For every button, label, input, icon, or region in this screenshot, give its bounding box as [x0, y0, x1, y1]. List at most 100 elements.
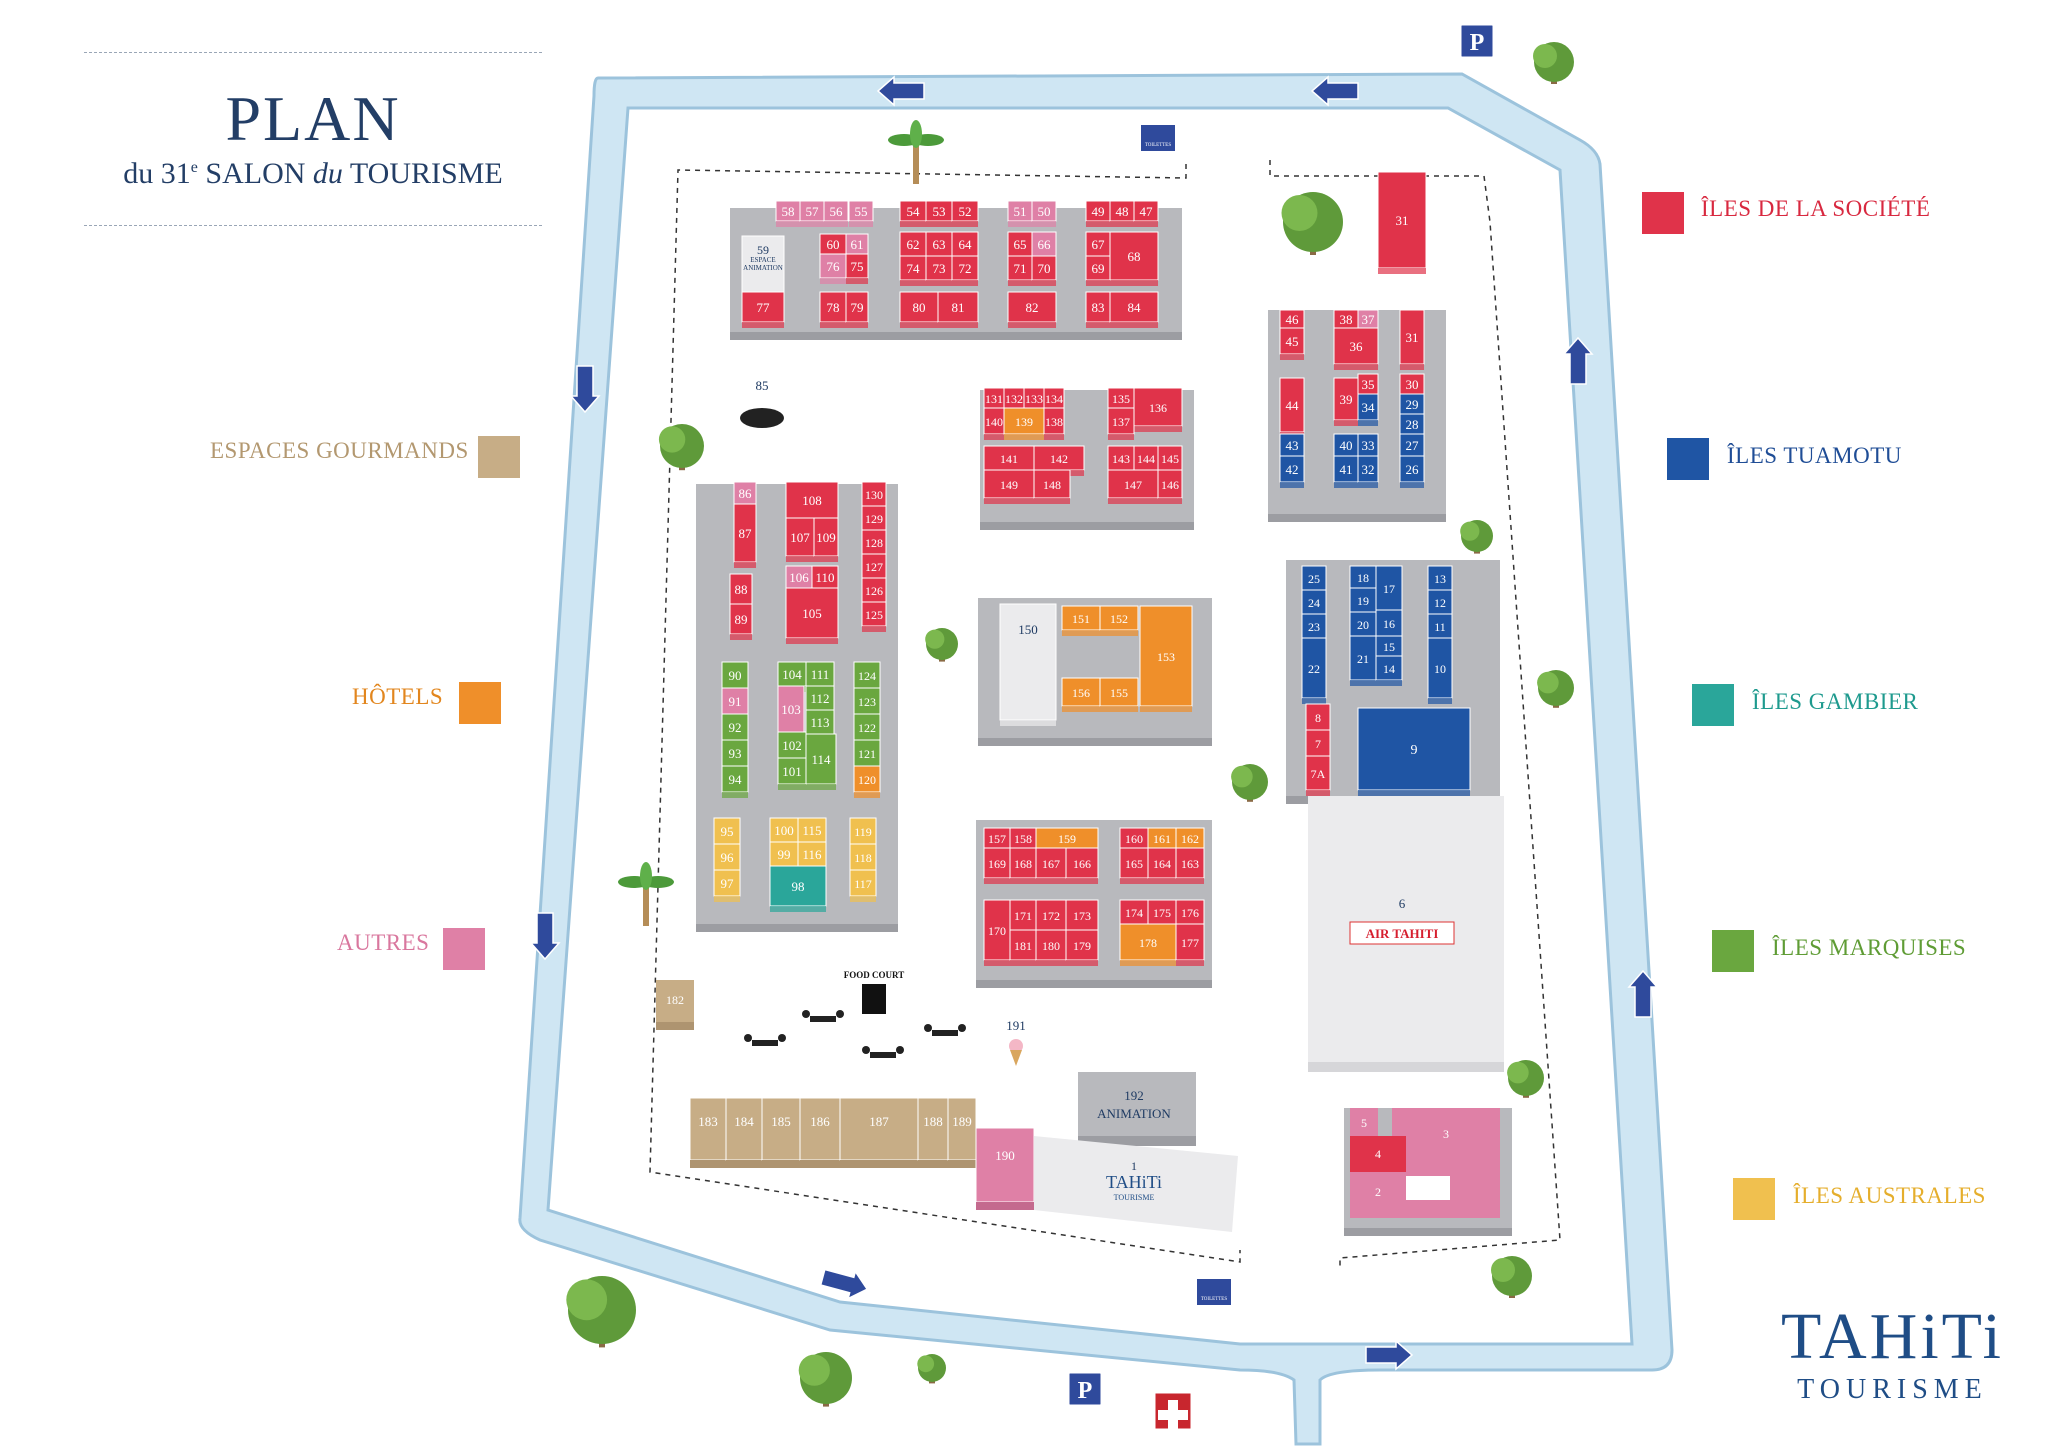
booth-number: 86 — [739, 486, 753, 501]
booth-side — [1004, 434, 1044, 440]
booth-block — [777, 731, 807, 759]
booth-block — [947, 1097, 977, 1161]
booth-number: 140 — [985, 415, 1003, 429]
booth-number: 1 — [1131, 1159, 1137, 1173]
chair-icon — [896, 1046, 904, 1054]
booth-number: 145 — [1161, 452, 1179, 466]
legend-swatch — [478, 436, 520, 478]
booth-block — [1031, 231, 1057, 257]
booth-number: 60 — [827, 237, 840, 252]
booth-number: 117 — [854, 877, 872, 891]
booth-number: 75 — [851, 259, 864, 274]
booth-number: 25 — [1308, 572, 1320, 586]
palm-trunk — [643, 882, 649, 926]
booth: 124 — [853, 661, 881, 694]
booth-side — [1008, 280, 1032, 286]
booth-sublabel: ANIMATION — [743, 264, 783, 272]
booth-side — [1176, 960, 1204, 966]
booth-number: 53 — [933, 204, 946, 219]
booth-block — [853, 739, 881, 767]
booth-number: 111 — [811, 667, 830, 682]
booth-number: 51 — [1014, 204, 1027, 219]
booth-side — [900, 221, 926, 227]
booth-number: 128 — [865, 536, 883, 550]
booth-side — [862, 626, 886, 632]
booth-block — [1139, 605, 1193, 707]
booth-block — [1033, 445, 1085, 471]
chair-icon — [862, 1046, 870, 1054]
booth-side — [734, 562, 756, 568]
booth-number: 150 — [1018, 622, 1038, 637]
booth-sublabel: ESPACE — [750, 256, 775, 264]
toilet-sign — [1139, 123, 1177, 153]
tree-crown — [1460, 521, 1480, 541]
booth-side — [800, 1160, 840, 1168]
booth-number: 184 — [734, 1114, 754, 1129]
booth-side — [770, 906, 826, 912]
air-tahiti-label: AIR TAHITI — [1366, 926, 1439, 941]
booth: 39 — [1333, 377, 1359, 426]
booth-block — [713, 869, 741, 897]
booth-block — [853, 713, 881, 741]
booth: 22 — [1301, 637, 1327, 704]
booth: 170 — [983, 899, 1011, 966]
booth-side — [786, 556, 814, 562]
booth-number: 168 — [1014, 857, 1032, 871]
booth-number: 161 — [1153, 832, 1171, 846]
booth-number: 135 — [1112, 392, 1130, 406]
booth-block — [725, 1097, 763, 1161]
booth: 17 — [1375, 565, 1403, 616]
booth-block — [721, 765, 749, 793]
booth-side — [900, 280, 926, 286]
booth-block — [951, 231, 979, 257]
booth-number: 81 — [952, 300, 965, 315]
title-rule-top — [84, 52, 542, 53]
booth-number: 143 — [1112, 452, 1130, 466]
booth-side — [730, 634, 752, 640]
booth-block — [721, 661, 749, 689]
booth-side — [952, 280, 978, 286]
booth-number: 167 — [1042, 857, 1060, 871]
booth-side — [850, 896, 876, 902]
booth: 78 — [819, 291, 847, 328]
air-tahiti-logo — [1349, 921, 1455, 945]
booth-side — [854, 792, 880, 798]
tree-icon — [658, 424, 704, 471]
booth: 86 — [733, 481, 757, 510]
booth-number: 13 — [1434, 572, 1446, 586]
booth-number: 65 — [1014, 237, 1027, 252]
booth-number: 186 — [810, 1114, 830, 1129]
booth-block — [797, 841, 827, 867]
booth-number: 48 — [1116, 204, 1129, 219]
booth-number: 110 — [815, 570, 834, 585]
booth-block — [819, 291, 847, 323]
booth-side — [1062, 630, 1100, 636]
booth-block — [1427, 565, 1453, 591]
booth-number: 106 — [789, 570, 809, 585]
arrow-shape — [1562, 336, 1594, 385]
booth: 149 — [983, 469, 1035, 504]
booth-number: 176 — [1181, 906, 1199, 920]
booth-number: 22 — [1308, 662, 1320, 676]
booth-block — [769, 865, 827, 907]
booth-block — [799, 1097, 841, 1161]
booth-block — [1357, 707, 1471, 791]
booth-block — [721, 739, 749, 767]
booth-block — [937, 291, 979, 323]
booth: 179 — [1065, 929, 1099, 966]
booth: 181 — [1009, 929, 1037, 966]
booth-number: 8 — [1315, 711, 1321, 725]
booth-side — [1066, 960, 1098, 966]
palm-tree-icon — [618, 862, 674, 926]
booth-side — [800, 221, 824, 227]
booth-number: 43 — [1286, 438, 1299, 453]
booth: 166 — [1065, 847, 1099, 884]
booth: 148 — [1033, 469, 1071, 504]
arrow-shape — [529, 912, 561, 961]
tree-icon — [1460, 520, 1493, 554]
tree-crown — [658, 426, 686, 453]
booth-side — [1334, 420, 1358, 426]
booth-side — [778, 784, 806, 790]
booth-number: 35 — [1362, 377, 1375, 392]
